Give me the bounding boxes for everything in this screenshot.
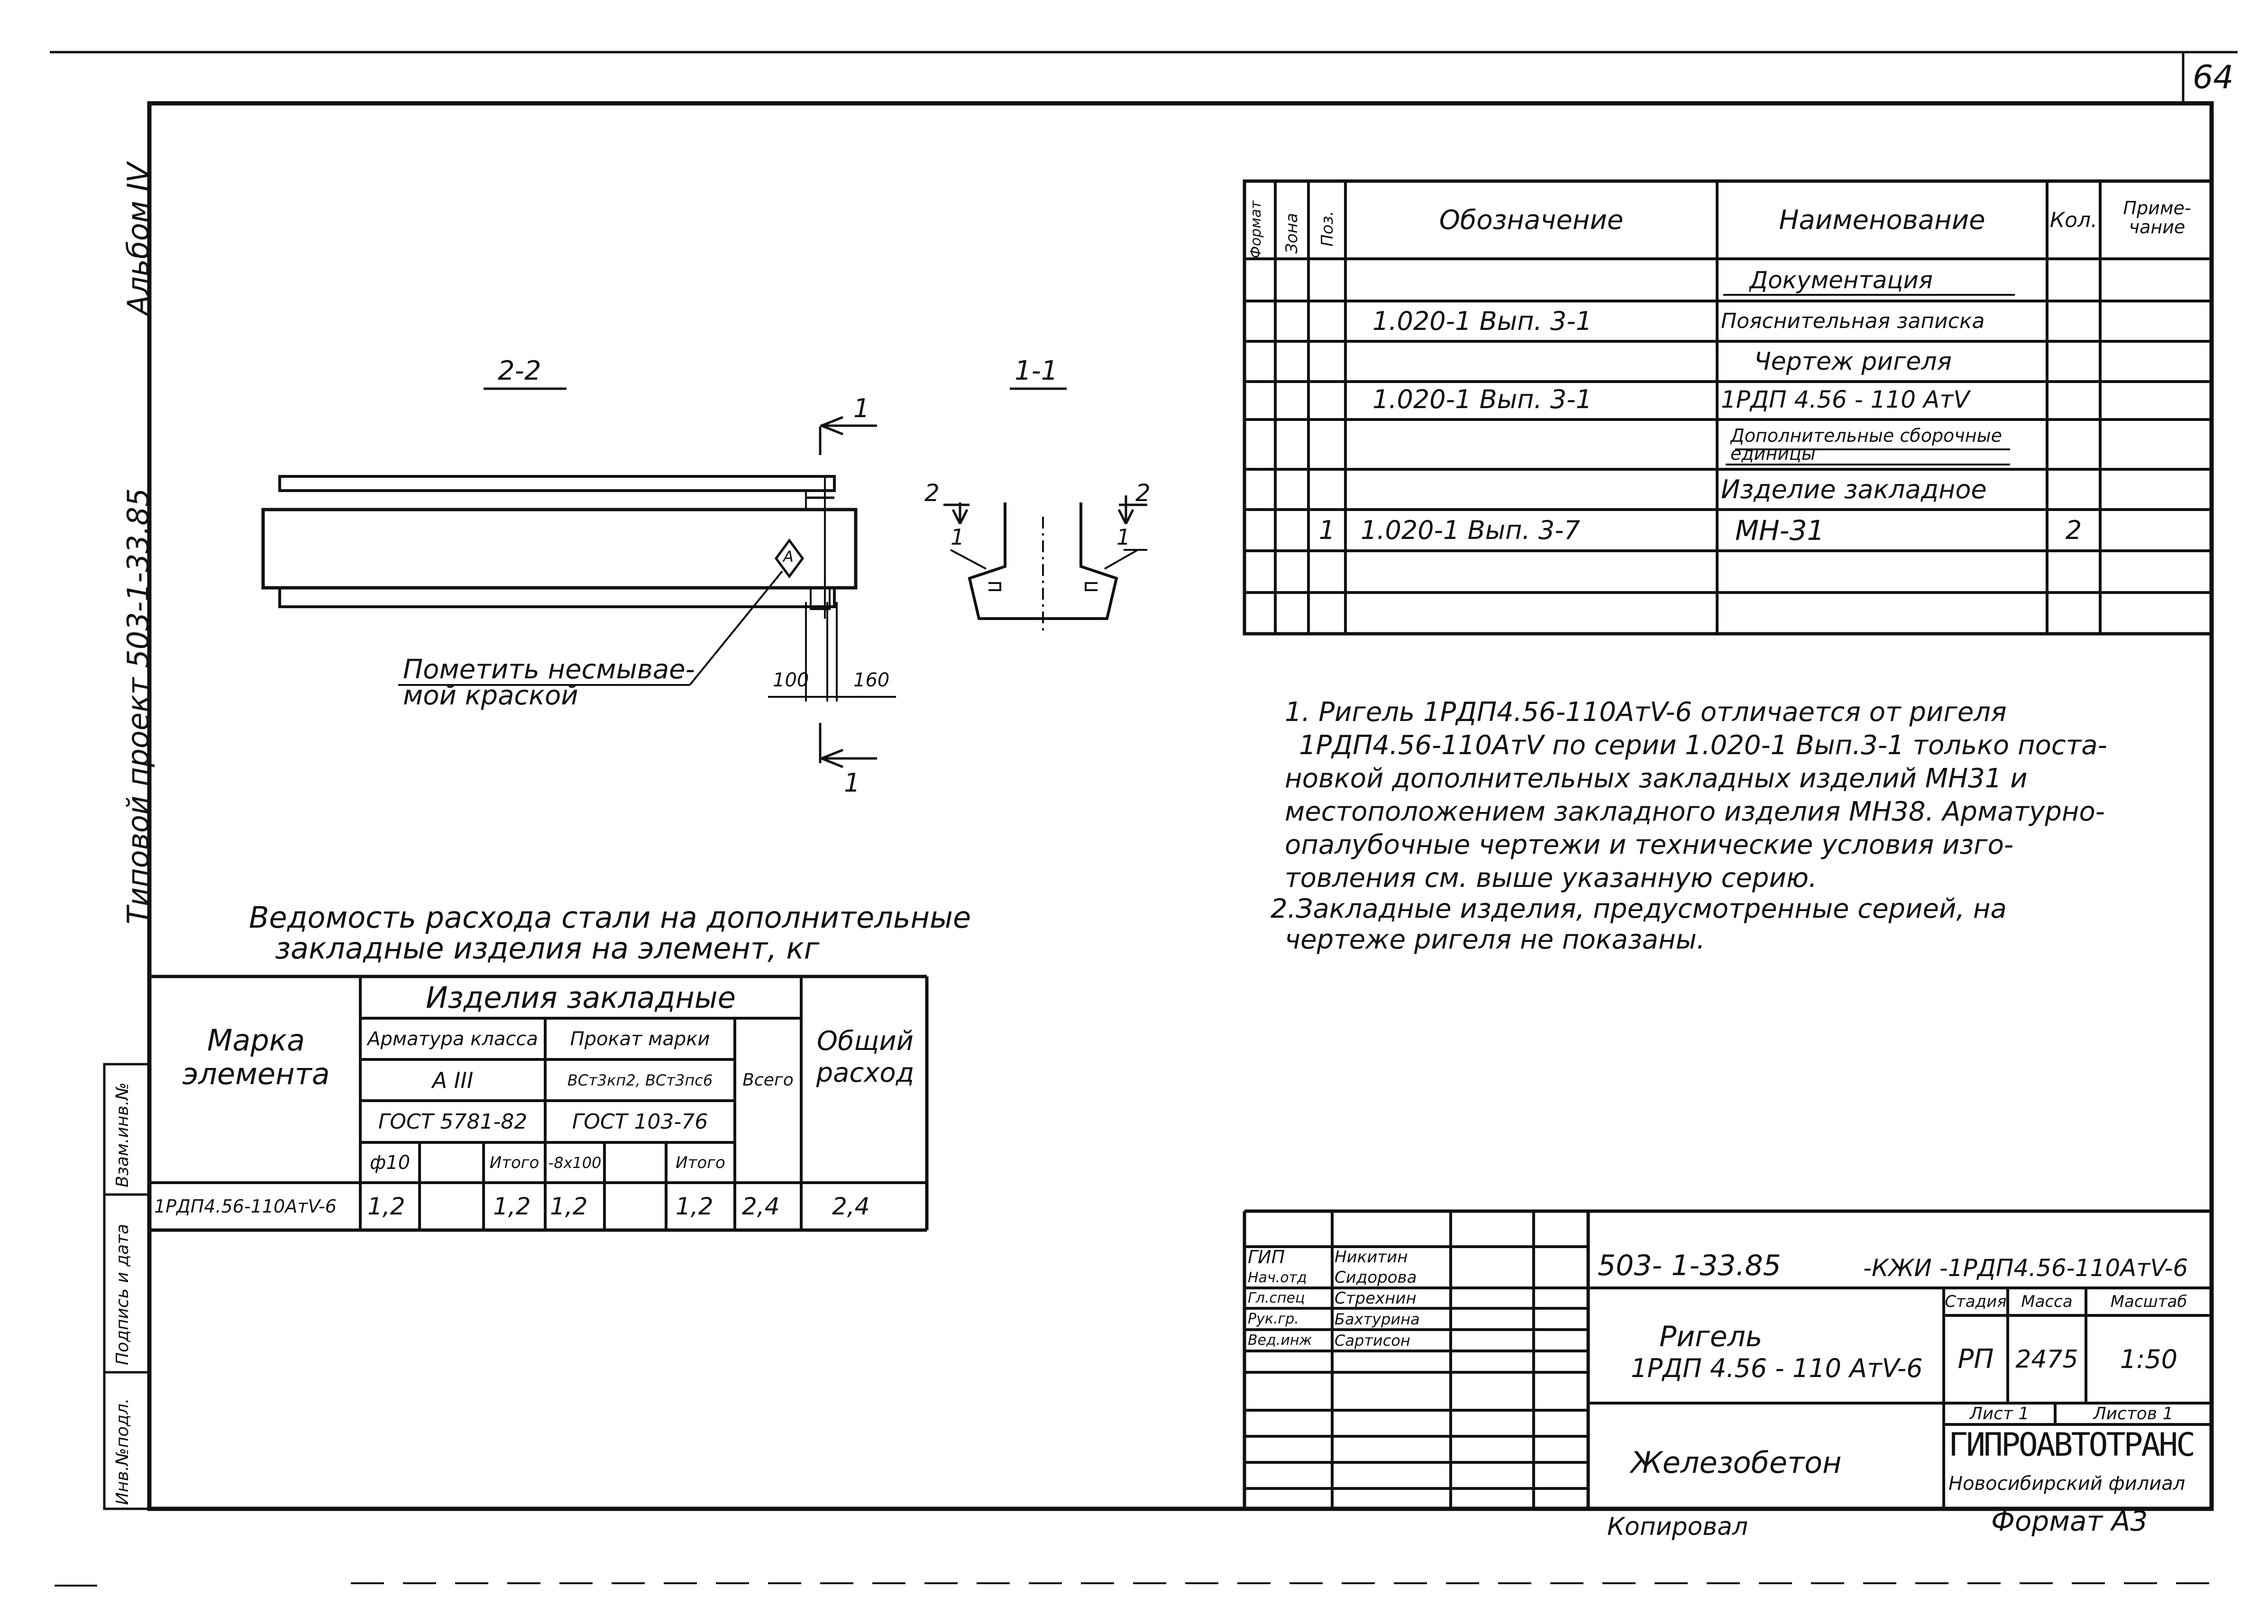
steel-row-total: 2,4: [742, 1193, 780, 1220]
note-line: местоположением закладного изделия МН38.…: [1285, 796, 2105, 827]
steel-title-line1: Ведомость расхода стали на дополнительны…: [249, 900, 971, 935]
tb-person: Стрехнин: [1335, 1288, 1417, 1308]
note-line: 2.Закладные изделия, предусмотренные сер…: [1271, 894, 2007, 924]
paint-note-line2: мой краской: [403, 680, 578, 711]
tb-code-suffix: -КЖИ -1РДП4.56-110АтV-6: [1863, 1254, 2188, 1282]
tb-scale: 1:50: [2120, 1344, 2178, 1374]
note-line: 1РДП4.56-110АтV по серии 1.020-1 Вып.3-1…: [1299, 730, 2107, 761]
spec-header-note: Приме-чание: [2123, 198, 2191, 237]
tb-role: Вед.инж: [1248, 1332, 1312, 1349]
leader-mark-left: 1: [951, 524, 965, 550]
note-line: 1. Ригель 1РДП4.56-110АтV-6 отличается о…: [1285, 697, 2007, 728]
steel-armature-header: Арматура класса: [367, 1028, 538, 1050]
steel-total-header: Всего: [742, 1070, 794, 1090]
tb-person: Сартисон: [1335, 1331, 1410, 1350]
spec-row-designation: 1.020-1 Вып. 3-7: [1361, 515, 1581, 545]
format-label: Формат А3: [1991, 1505, 2148, 1537]
spec-header-pos: Поз.: [1318, 210, 1337, 246]
cut-mark-bottom: 1: [844, 768, 860, 798]
tb-stage: РП: [1957, 1344, 1994, 1375]
tb-branch: Новосибирский филиал: [1948, 1473, 2186, 1495]
leader-mark-right: 1: [1116, 524, 1131, 550]
spec-row-qty: 2: [2065, 515, 2082, 545]
tb-scale-header: Масштаб: [2110, 1292, 2187, 1311]
spec-header-zone: Зона: [1282, 213, 1301, 254]
tb-person: Бахтурина: [1335, 1310, 1420, 1328]
spec-header-qty: Кол.: [2049, 208, 2098, 232]
section-1-1-label: 1-1: [1015, 356, 1058, 386]
stamp-inv-podl: Инв.№подл.: [113, 1398, 132, 1505]
steel-row-p8: 1,2: [550, 1193, 588, 1220]
side-mark-right: 2: [1135, 479, 1151, 507]
steel-armature-gost: ГОСТ 5781-82: [378, 1109, 528, 1134]
tb-mass-header: Масса: [2021, 1292, 2073, 1311]
stamp-vzam-inv: Взам.инв.№: [113, 1082, 132, 1187]
steel-row-itogo2: 1,2: [676, 1193, 713, 1220]
section-2-2-label: 2-2: [498, 356, 541, 386]
spec-row-pos: 1: [1318, 515, 1335, 545]
steel-row-overall: 2,4: [832, 1193, 870, 1220]
steel-row-mark: 1РДП4.56-110АтV-6: [154, 1196, 337, 1217]
spec-row-designation: 1.020-1 Вып. 3-1: [1372, 306, 1592, 336]
steel-group-header: Изделия закладные: [426, 980, 736, 1015]
note-line: опалубочные чертежи и технические услови…: [1285, 830, 2014, 860]
spec-header-designation: Обозначение: [1439, 204, 1624, 236]
note-line: новкой дополнительных закладных изделий …: [1285, 763, 2028, 794]
cut-mark-top: 1: [853, 393, 870, 423]
tb-stage-header: Стадия: [1945, 1292, 2007, 1311]
tb-role: Нач.отд: [1248, 1269, 1307, 1286]
tb-person: Никитин: [1335, 1247, 1408, 1267]
page-number: 64: [2193, 59, 2234, 96]
dim-100: 100: [773, 669, 809, 691]
steel-overall-header: Общий расход: [816, 1025, 915, 1088]
steel-rolled-grade: ВСт3кп2, ВСт3пс6: [567, 1071, 713, 1089]
side-mark-left: 2: [924, 479, 940, 507]
steel-mark-header: Марка элемента: [182, 1022, 330, 1091]
spec-header-name: Наименование: [1779, 204, 1985, 236]
tb-material: Железобетон: [1631, 1445, 1842, 1480]
steel-title-line2: закладные изделия на элемент, кг: [275, 931, 820, 966]
spec-row-name: Изделие закладное: [1721, 474, 1987, 504]
steel-sub-8x100: -8х100: [548, 1153, 602, 1172]
tb-item-name-line1: Ригель: [1659, 1320, 1763, 1353]
diamond-mark: A: [783, 547, 794, 566]
spec-row-name: 1РДП 4.56 - 110 АтV: [1721, 385, 1970, 413]
tb-org: ГИПРОАВТОТРАНС: [1948, 1426, 2195, 1464]
tb-role: ГИП: [1248, 1247, 1285, 1267]
tb-code: 503- 1-33.85: [1598, 1249, 1781, 1282]
spec-row-name: МН-31: [1735, 514, 1825, 547]
copied-by: Копировал: [1607, 1513, 1748, 1541]
steel-rolled-header: Прокат марки: [570, 1028, 710, 1050]
steel-sub-d10: ф10: [369, 1151, 411, 1174]
steel-armature-class: А III: [432, 1067, 474, 1093]
project-label: Типовой проект 503-1-33.85: [121, 488, 155, 924]
tb-person: Сидорова: [1335, 1268, 1417, 1287]
spec-row-name: Пояснительная записка: [1721, 309, 1985, 333]
spec-row-name: Дополнительные сборочные единицы: [1730, 425, 2002, 464]
steel-sub-itogo2: Итого: [676, 1153, 725, 1172]
tb-sheets: Листов 1: [2093, 1404, 2174, 1423]
note-line: чертеже ригеля не показаны.: [1285, 924, 1705, 955]
tb-mass: 2475: [2015, 1345, 2078, 1374]
note-line: товления см. выше указанную серию.: [1285, 863, 1817, 894]
spec-row-name: Документация: [1749, 266, 1933, 294]
album-label: Альбом IV: [121, 163, 155, 315]
steel-sub-itogo: Итого: [489, 1153, 540, 1172]
steel-row-itogo1: 1,2: [493, 1193, 531, 1220]
tb-sheet: Лист 1: [1969, 1404, 2030, 1423]
dim-160: 160: [853, 669, 890, 691]
spec-header-format: Формат: [1248, 201, 1264, 258]
stamp-signature-date: Подпись и дата: [113, 1223, 132, 1365]
spec-row-name: Чертеж ригеля: [1754, 347, 1952, 376]
spec-row-designation: 1.020-1 Вып. 3-1: [1372, 384, 1592, 414]
steel-rolled-gost: ГОСТ 103-76: [572, 1109, 708, 1134]
tb-role: Гл.спец: [1248, 1290, 1305, 1306]
tb-role: Рук.гр.: [1248, 1311, 1299, 1327]
tb-item-name-line2: 1РДП 4.56 - 110 АтV-6: [1631, 1353, 1923, 1383]
paint-note-line1: Пометить несмывае-: [403, 654, 695, 685]
steel-row-d10: 1,2: [367, 1193, 405, 1220]
